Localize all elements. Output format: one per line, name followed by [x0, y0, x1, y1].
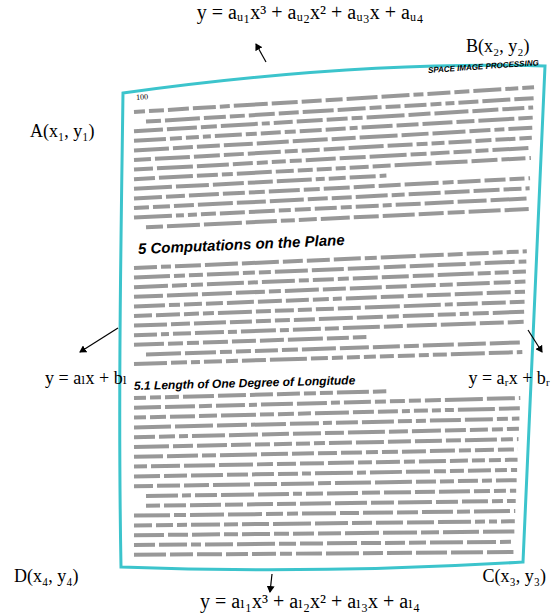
pointer-arrow — [270, 574, 272, 592]
text-line — [134, 439, 518, 447]
equation-label: y = aᵤ₁x³ + aᵤ₂x² + aᵤ₃x + aᵤ₄ — [197, 1, 424, 24]
corner-label: D(x₄, y₄) — [14, 566, 79, 587]
text-line — [134, 352, 522, 364]
page-text-texture — [134, 87, 534, 554]
page-number: 100 — [136, 92, 149, 102]
text-line — [134, 138, 532, 160]
text-line — [146, 491, 516, 496]
text-line — [134, 480, 517, 486]
text-line — [134, 408, 520, 417]
pointer-arrow — [256, 44, 266, 62]
text-line — [134, 419, 519, 428]
text-line — [134, 398, 520, 408]
text-line — [134, 87, 534, 112]
equation-label: y = aₗx + bₗ — [45, 368, 127, 389]
equation-label: y = aᵣx + bᵣ — [468, 368, 550, 389]
text-line — [134, 322, 524, 335]
text-line — [134, 198, 529, 217]
text-line — [134, 552, 513, 555]
text-line — [134, 449, 518, 456]
text-line — [134, 460, 518, 467]
text-line — [134, 429, 519, 437]
text-line — [134, 511, 515, 516]
text-line — [134, 158, 531, 179]
pointer-arrow — [80, 328, 118, 352]
text-line — [134, 542, 514, 545]
pointer-arrow — [528, 330, 542, 352]
text-line — [134, 470, 517, 476]
text-line — [134, 188, 530, 208]
text-line — [134, 178, 530, 198]
equation-label: y = aₗ₁x³ + aₗ₂x² + aₗ₃x + aₗ₄ — [200, 590, 420, 613]
corner-label: C(x₃, y₃) — [482, 566, 546, 587]
text-line — [146, 209, 529, 227]
text-line — [134, 337, 366, 345]
text-line — [134, 521, 515, 525]
corner-label: B(x₂, y₂) — [466, 36, 530, 57]
corner-label: A(x₁, y₁) — [30, 121, 95, 142]
text-line — [134, 532, 514, 536]
text-line — [134, 148, 531, 170]
text-line — [146, 501, 516, 506]
page-border — [120, 65, 545, 569]
